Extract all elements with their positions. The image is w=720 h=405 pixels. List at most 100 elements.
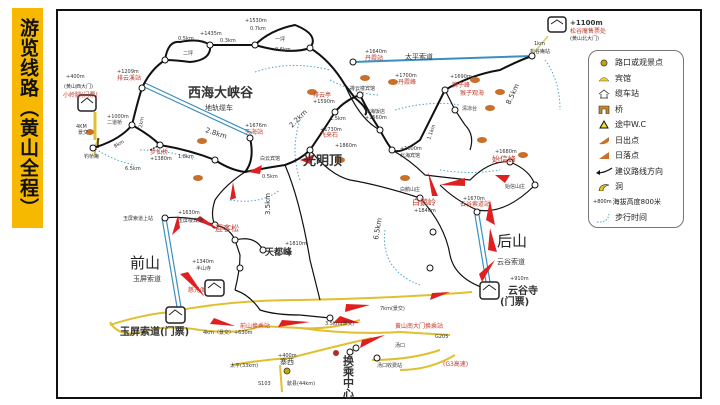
map-label: +400m: [278, 353, 297, 359]
label-shixin: 始信峰: [492, 154, 516, 164]
map-label: +1209m: [117, 69, 139, 75]
map-frame: [56, 9, 702, 399]
map-label: +1810m: [285, 241, 307, 247]
map-label: +1690m: [450, 74, 472, 80]
map-label: 2km: [138, 116, 146, 128]
map-label: 始信山庄: [505, 183, 525, 190]
map-label: +1676m: [245, 123, 267, 129]
map-label: 6.5km: [372, 217, 384, 240]
junction-points: [89, 41, 539, 375]
map-label: 清凉台: [462, 105, 477, 112]
direction-arrow-icon: [488, 228, 497, 252]
map-label: 飞来石: [320, 132, 338, 139]
map-label: 寨西: [280, 357, 294, 366]
map-label: 白云宾馆: [260, 155, 280, 162]
west-gate-dist: 4KM: [76, 124, 87, 130]
map-label: 0.5km: [178, 36, 194, 42]
altitude-icon: +800m: [593, 199, 612, 206]
map-label: 歙县(44km): [287, 380, 315, 387]
hotel-icon: [593, 74, 615, 82]
map-label: 8km: [113, 139, 126, 150]
direction-arrow-icon: [172, 215, 180, 235]
legend-item: 宾馆: [593, 71, 679, 87]
legend-item: 日落点: [593, 148, 679, 164]
legend-item: 洞: [593, 179, 679, 195]
map-label: 6.5km: [125, 166, 141, 172]
map-label: 8.5km: [505, 82, 522, 105]
map-label: +1630m: [178, 210, 200, 216]
map-label: S103: [258, 381, 271, 387]
label-dgl: 地轨缆车: [205, 103, 233, 112]
map-label: 西海饭店: [365, 108, 385, 115]
map-label: +1600m: [400, 146, 422, 152]
map-label: 0.6km: [275, 47, 291, 53]
direction-arrow-icon: [195, 216, 220, 230]
map-label: +1640m: [365, 49, 387, 55]
map-label: 猴子观海: [460, 89, 484, 97]
region-front-mountain: 前山: [130, 254, 160, 272]
direction-arrow-icon: [180, 272, 205, 297]
map-label: +1000m: [107, 114, 129, 120]
title-banner: 游览线路（黄山全程）: [12, 8, 43, 228]
map-label: 黄山南大门换乘站: [395, 322, 443, 330]
map-label: 1.1km: [426, 124, 437, 141]
cave-icon: [593, 182, 615, 192]
map-label: +1435m: [200, 31, 222, 37]
legend-item: 缆车站: [593, 86, 679, 102]
label-baie: 白鹅岭: [412, 197, 436, 207]
legend-item: 路口或观景点: [593, 55, 679, 71]
map-label: 一坪: [275, 36, 285, 43]
wc-icon: [593, 120, 615, 129]
cable-station-icon: [593, 89, 615, 99]
west-gate-name: (黄山西大门): [64, 83, 93, 90]
map-label: +1730m: [320, 127, 342, 133]
map-label: 步仙桥: [150, 148, 168, 156]
yungu-gate-house-icon: [479, 281, 500, 300]
map-label: (G3高速): [443, 360, 468, 368]
map-label: +1680m: [495, 149, 517, 155]
map-label: 0.5km: [262, 174, 278, 180]
map-label: 0.7km: [250, 26, 266, 32]
west-gate-alt: +400m: [66, 74, 85, 80]
map-label: 北海宾馆: [400, 152, 420, 159]
map-label: 前山换乘站: [240, 322, 270, 330]
map-label: 1.8km: [178, 154, 194, 160]
map-label: 半山寺: [196, 265, 211, 272]
map-label: 2.2km: [288, 108, 309, 129]
label-yingke: 迎客松: [215, 223, 239, 233]
direction-arrow-icon: [430, 292, 450, 300]
map-label: 二坪: [183, 50, 193, 57]
map-label: 0.3km: [220, 38, 236, 44]
direction-arrow-icon: [230, 182, 236, 200]
direction-arrow-icon: [360, 335, 385, 348]
map-label: +1670m: [463, 196, 485, 202]
label-shizifeng: 狮子峰: [452, 81, 470, 89]
label-danxia-station: 丹霞站: [365, 54, 383, 62]
legend-item: 桥: [593, 102, 679, 118]
label-baie-alt: +1840m: [414, 208, 436, 214]
cableways[interactable]: [141, 55, 533, 308]
west-gate-bus: 景交: [78, 129, 88, 136]
label-tianhai: 天海站: [245, 128, 263, 136]
yungu-ticket: (门票): [500, 295, 529, 308]
direction-arrow-icon: [495, 175, 510, 183]
yungu-name: 云谷寺: [508, 284, 538, 297]
map-label: 钓桥庵: [84, 153, 99, 160]
yuping-gate-name: 玉屏索道(门票): [120, 325, 189, 338]
map-label: 汤口收费站: [377, 362, 402, 369]
map-label: 3.5km(景交): [325, 320, 355, 327]
map-label: 松谷庵站: [530, 48, 550, 55]
legend-item: 途中W.C: [593, 117, 679, 133]
direction-arrow-icon: [333, 316, 360, 323]
region-guangmingding: 光明顶: [302, 153, 342, 169]
legend-item: 日出点: [593, 133, 679, 149]
map-label: 太平(33km): [230, 362, 258, 369]
map-label: 汤口: [395, 342, 405, 349]
ticket-gate-icons[interactable]: [77, 16, 567, 324]
direction-arrow-icon: [428, 172, 438, 196]
label-dgl-length: 2.8km: [204, 126, 228, 140]
legend-item: 步行时间: [593, 210, 679, 226]
walk-time-icon: [593, 213, 615, 223]
direction-arrows: [172, 154, 510, 348]
